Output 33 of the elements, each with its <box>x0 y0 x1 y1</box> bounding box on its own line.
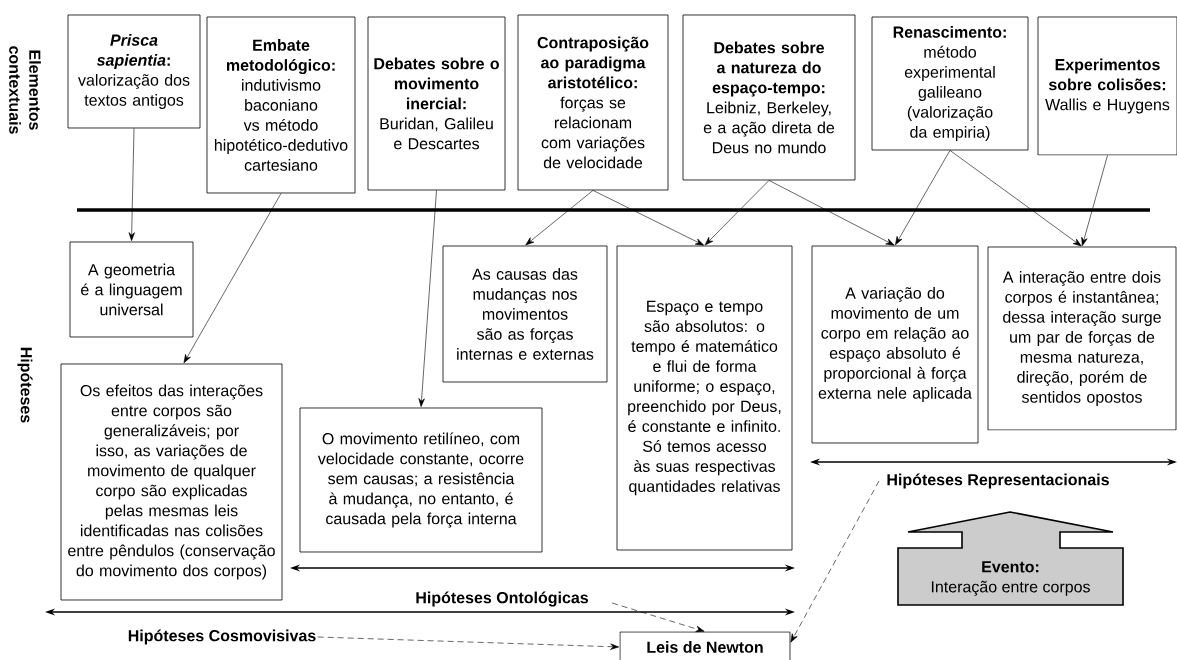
category-label: Hipóteses Ontológicas <box>416 591 588 607</box>
arrow <box>949 150 1082 247</box>
text-box: Contraposição ao paradigma aristotélico: forças se relacionam com variações de velocidade <box>517 14 669 191</box>
arrow <box>790 480 880 643</box>
arrow <box>183 193 282 364</box>
text-box: Debates sobre a natureza do espaço-tempo: Leibniz, Berkeley, e a ação direta de Deus no mundo <box>682 14 856 181</box>
arrow <box>704 180 770 246</box>
arrow <box>525 190 594 246</box>
text-box: As causas das mudanças nos movimentos são as forças internas e externas <box>442 245 608 383</box>
arrow <box>128 128 135 241</box>
text-box: A variação do movimento de um corpo em relação ao espaço absoluto é proporcional à força externa nele aplicada <box>811 245 979 444</box>
arrow <box>895 150 951 246</box>
arrow <box>768 180 895 246</box>
category-label: Hipóteses Representacionais <box>887 473 1109 489</box>
section-label: Hipóteses <box>17 347 33 423</box>
text-box: Prisca sapientia: valorização dos textos antigos <box>67 14 201 129</box>
text-box: Os efeitos das interações entre corpos são generalizáveis; por isso, as variações de movimento de qualquer corpo são explicadas pelas mesmas leis identificadas nas colisões entre pêndulos (conservação do movimento dos corpos) <box>60 363 283 601</box>
text-box: Embate metodológico: indutivismo baconiano vs método hipotético-dedutivo cartesiano <box>206 16 356 194</box>
text-box: A geometria é a linguagem universal <box>69 241 194 338</box>
text-box: O movimento retilíneo, com velocidade constante, ocorre sem causas; a resistência à mudança, no entanto, é causada pela força interna <box>299 407 543 553</box>
text-box: Renascimento: método experimental galileano (valorização da empiria) <box>871 16 1029 151</box>
text-box: A interação entre dois corpos é instantânea; dessa interação surge um par de forças de mesma natureza, direção, porém de sentidos opostos <box>987 246 1177 431</box>
category-label: Hipóteses Cosmovisivas <box>128 629 316 645</box>
arrow <box>418 190 437 407</box>
text-box: Espaço e tempo são absolutos: o tempo é matemático e flui de forma uniforme; o espaço, preenchido por Deus, é constante e infinito. Só temos acesso às suas respectivas quantidades relativas <box>616 245 793 551</box>
arrow <box>611 602 705 632</box>
text-box: Debates sobre o movimento inercial: Buridan, Galileu e Descartes <box>367 16 506 191</box>
arrow <box>592 190 704 246</box>
text-box: Leis de Newton <box>619 631 791 660</box>
arrow <box>1081 155 1108 246</box>
text-box: Experimentos sobre colisões: Wallis e Huygens <box>1037 16 1177 156</box>
arrow <box>317 636 619 650</box>
section-label: Elementos contextuais <box>9 46 41 134</box>
